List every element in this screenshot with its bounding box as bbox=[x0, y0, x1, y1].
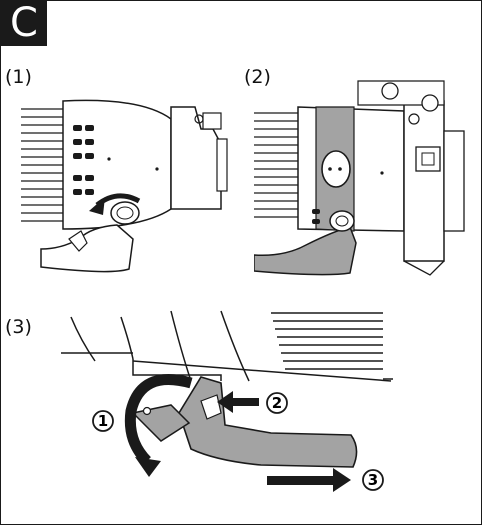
illustration-step-3: 1 2 3 bbox=[21, 301, 481, 511]
step-label-3: (3) bbox=[5, 316, 32, 338]
step-label-2: (2) bbox=[244, 66, 271, 88]
lens-hood-ribs bbox=[254, 112, 298, 218]
tripod-foot bbox=[40, 224, 134, 273]
section-letter-badge: C bbox=[1, 1, 47, 46]
illustration-step-2 bbox=[254, 61, 481, 279]
camera-body bbox=[403, 100, 445, 262]
lens-hood-ribs bbox=[21, 108, 63, 222]
step-label-1: (1) bbox=[5, 66, 32, 88]
lens-switches bbox=[73, 125, 94, 195]
callout-circle-1 bbox=[92, 410, 114, 432]
rotate-arrow-icon bbox=[124, 374, 193, 465]
callout-circle-2 bbox=[266, 392, 288, 414]
callout-number-1: 1 bbox=[98, 412, 108, 430]
callout-number-2: 2 bbox=[272, 394, 282, 412]
illustration-step-1 bbox=[21, 89, 243, 279]
callout-circle-3 bbox=[362, 469, 384, 491]
index-mark-callout bbox=[321, 150, 351, 188]
lens-hood-ribs bbox=[271, 312, 383, 370]
callout-number-3: 3 bbox=[368, 471, 378, 489]
tripod-foot-highlight bbox=[178, 376, 358, 468]
slide-arrow-icon bbox=[333, 468, 351, 492]
press-arrow-icon bbox=[217, 391, 233, 413]
tripod-foot-highlight bbox=[254, 226, 357, 276]
